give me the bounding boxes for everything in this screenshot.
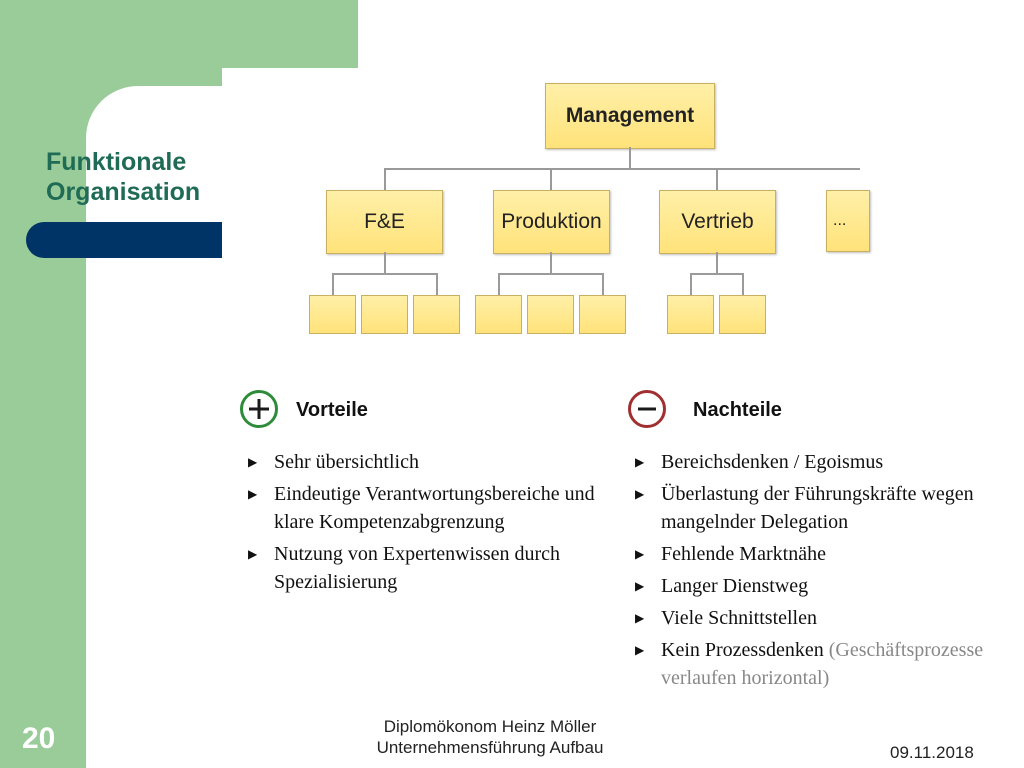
list-item: ▶Langer Dienstweg: [635, 575, 809, 597]
list-item-note: (Geschäftsprozesse verlaufen horizontal): [661, 639, 984, 689]
connector: [332, 273, 334, 295]
title-line-1: Funktionale: [46, 148, 187, 176]
slide-date: 09.11.2018: [890, 743, 974, 762]
org-subunit: [475, 295, 522, 334]
org-subunit: [309, 295, 356, 334]
footer-line-1: Diplomökonom Heinz Möller: [383, 717, 597, 736]
content-curve: [86, 86, 222, 226]
content-area: [222, 68, 1024, 768]
title-accent-bar: [26, 222, 222, 258]
list-item: ▶Fehlende Marktnähe: [635, 543, 826, 565]
cons-title: Nachteile: [693, 399, 782, 421]
org-box-vertrieb: Vertrieb: [659, 190, 776, 254]
connector: [498, 273, 604, 275]
page-number: 20: [22, 722, 56, 755]
org-subunit: [413, 295, 460, 334]
plus-circle-icon: [240, 390, 278, 428]
connector: [384, 168, 386, 190]
connector: [629, 147, 631, 169]
connector: [690, 273, 692, 295]
pros-list: ▶Sehr übersichtlich ▶Eindeutige Verantwo…: [248, 448, 616, 600]
org-subunit: [667, 295, 714, 334]
list-item: ▶Kein Prozessdenken (Geschäftsprozesse v…: [635, 639, 984, 689]
list-item: ▶Bereichsdenken / Egoismus: [635, 451, 884, 473]
connector: [690, 273, 744, 275]
list-item: ▶Sehr übersichtlich: [248, 451, 419, 473]
org-box-management: Management: [545, 83, 715, 149]
connector: [436, 273, 438, 295]
org-subunit: [579, 295, 626, 334]
org-box-fe: F&E: [326, 190, 443, 254]
connector: [384, 252, 386, 274]
connector: [602, 273, 604, 295]
connector: [498, 273, 500, 295]
footer-line-2: Unternehmensführung Aufbau: [376, 738, 604, 757]
list-item: ▶Überlastung der Führungskräfte wegen ma…: [635, 483, 974, 533]
connector: [716, 252, 718, 274]
minus-circle-icon: [628, 390, 666, 428]
org-subunit: [719, 295, 766, 334]
list-item: ▶Nutzung von Expertenwissen durch Spezia…: [248, 543, 561, 593]
slide-title: Funktionale Organisation: [46, 147, 200, 207]
connector: [742, 273, 744, 295]
connector: [332, 273, 438, 275]
connector: [550, 168, 552, 190]
org-box-more: ...: [826, 190, 870, 252]
list-item: ▶Eindeutige Verantwortungsbereiche und k…: [248, 483, 595, 533]
footer-text: Diplomökonom Heinz Möller Unternehmensfü…: [340, 716, 640, 758]
title-line-2: Organisation: [46, 178, 201, 206]
cons-list: ▶Bereichsdenken / Egoismus ▶Überlastung …: [635, 448, 995, 696]
org-box-produktion: Produktion: [493, 190, 610, 254]
connector: [716, 168, 718, 190]
list-item: ▶Viele Schnittstellen: [635, 607, 817, 629]
connector: [550, 252, 552, 274]
pros-title: Vorteile: [296, 399, 368, 421]
org-subunit: [361, 295, 408, 334]
connector: [384, 168, 860, 170]
org-subunit: [527, 295, 574, 334]
